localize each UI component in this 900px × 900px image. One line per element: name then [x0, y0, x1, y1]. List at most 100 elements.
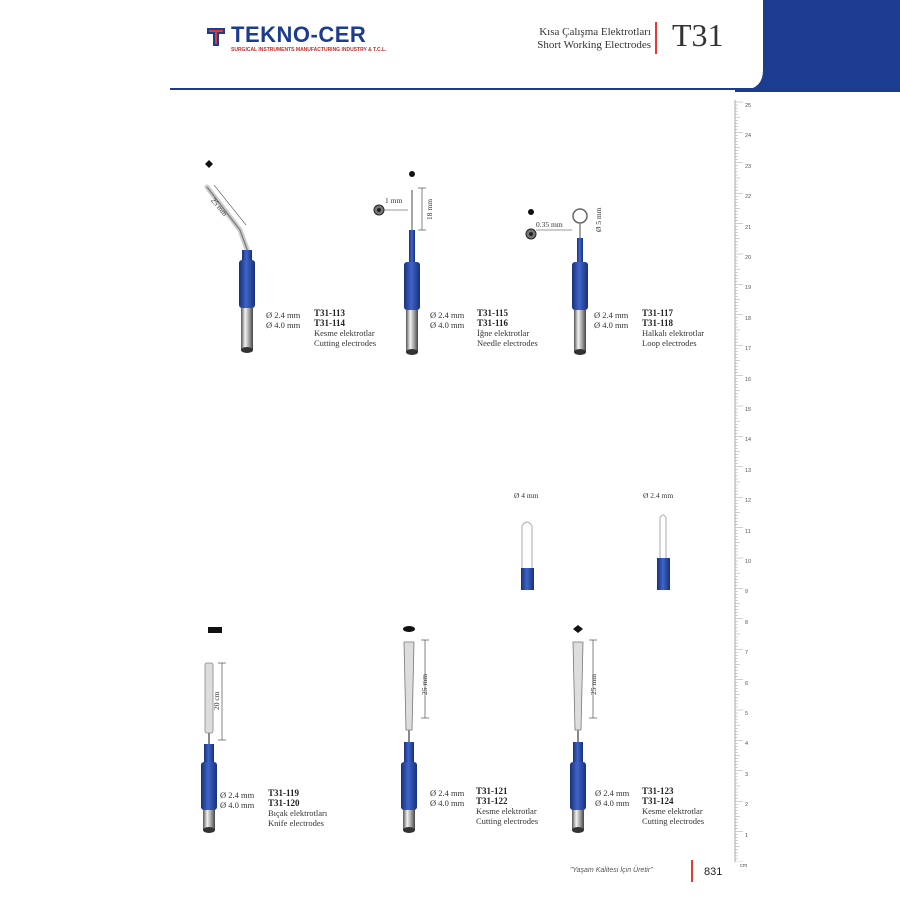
product-code: T31-124	[642, 796, 674, 806]
product-code: T31-121	[476, 786, 508, 796]
product-desc-tr: Kesme elektrotlar	[642, 806, 703, 816]
electrode-t31-115	[373, 171, 426, 355]
product-info-t31-119: T31-119 T31-120 Bıçak elektrotları Knife…	[268, 788, 327, 828]
tip-label-115: 1 mm	[385, 196, 403, 205]
product-code: T31-122	[476, 796, 508, 806]
ruler-label: 18	[745, 315, 752, 322]
section-title-en: Short Working Electrodes	[537, 39, 651, 51]
product-code: T31-120	[268, 798, 300, 808]
ruler-label: 5	[745, 711, 749, 717]
product-code: T31-113	[314, 308, 346, 318]
adapter-label-4mm: Ø 4 mm	[514, 491, 539, 500]
product-desc-en: Cutting electrodes	[314, 338, 377, 348]
ruler-label: 23	[745, 163, 752, 170]
electrode-t31-119	[201, 627, 226, 833]
ruler-label: 25	[745, 103, 752, 109]
ruler-label: 20	[745, 255, 752, 261]
length-label-119: 20 cm	[212, 691, 221, 710]
ruler-label: 8	[745, 619, 749, 626]
diameter-small: Ø 2.4 mm	[220, 790, 255, 800]
product-info-t31-117: T31-117 T31-118 Halkalı elektrotlar Loop…	[642, 308, 704, 348]
header-rule	[170, 88, 770, 90]
ruler-label: 11	[745, 528, 751, 535]
ruler-label: 16	[745, 376, 752, 383]
diameter-small: Ø 2.4 mm	[430, 788, 465, 798]
tekno-cer-logo-icon	[207, 28, 225, 46]
footer-divider	[691, 860, 693, 882]
product-dims-t31-115: Ø 2.4 mm Ø 4.0 mm	[430, 310, 464, 330]
diameter-small: Ø 2.4 mm	[430, 310, 465, 320]
product-info-t31-113: T31-113 T31-114 Kesme elektrotlar Cuttin…	[314, 308, 376, 348]
product-info-t31-121: T31-121 T31-122 Kesme elektrotlar Cuttin…	[476, 786, 538, 826]
electrode-t31-121	[401, 626, 429, 833]
diameter-large: Ø 4.0 mm	[594, 320, 629, 330]
brand-subtitle: SURGICAL INSTRUMENTS MANUFACTURING INDUS…	[231, 47, 387, 53]
ruler-label: 3	[745, 771, 749, 778]
diameter-large: Ø 4.0 mm	[430, 798, 465, 808]
rectangle-profile-icon	[208, 627, 222, 633]
ruler-label: 1	[745, 832, 749, 839]
ruler-label: 10	[745, 559, 752, 565]
product-desc-tr: İğne elektrotlar	[477, 328, 530, 338]
ruler-label: 21	[745, 224, 752, 231]
electrode-illustrations	[201, 160, 670, 833]
adapter-2-4mm	[657, 514, 670, 590]
product-info-t31-115: T31-115 T31-116 İğne elektrotlar Needle …	[477, 308, 538, 348]
product-dims-t31-117: Ø 2.4 mm Ø 4.0 mm	[594, 310, 628, 330]
product-dims-t31-113: Ø 2.4 mm Ø 4.0 mm	[266, 310, 300, 330]
corner-decoration	[735, 0, 900, 92]
ruler-label: 7	[745, 650, 749, 657]
ruler-label: 17	[745, 346, 752, 353]
page-number: 831	[704, 866, 723, 878]
product-code: T31-119	[268, 788, 300, 798]
diameter-large: Ø 4.0 mm	[220, 800, 255, 810]
product-dims-t31-119: Ø 2.4 mm Ø 4.0 mm	[220, 790, 254, 810]
product-code: T31-116	[477, 318, 509, 328]
ruler-label: 4	[745, 741, 749, 748]
ruler-label: cm	[740, 863, 748, 869]
ruler-label: 13	[745, 467, 752, 474]
section-title-tr: Kısa Çalışma Elektrotları	[539, 26, 651, 38]
section-code: T31	[672, 17, 724, 53]
adapter-4mm	[521, 521, 534, 590]
ruler-label: 14	[745, 437, 752, 444]
product-dims-t31-123: Ø 2.4 mm Ø 4.0 mm	[595, 788, 629, 808]
product-desc-tr: Halkalı elektrotlar	[642, 328, 705, 338]
product-desc-en: Needle electrodes	[477, 338, 538, 348]
diameter-small: Ø 2.4 mm	[266, 310, 301, 320]
product-code: T31-118	[642, 318, 674, 328]
product-code: T31-114	[314, 318, 346, 328]
ruler-label: 12	[745, 498, 752, 505]
diameter-large: Ø 4.0 mm	[595, 798, 630, 808]
diamond-profile-icon	[573, 625, 583, 633]
measurement-ruler	[734, 100, 743, 862]
ruler-label: 6	[745, 680, 749, 687]
ruler-label: 2	[745, 802, 749, 809]
product-dims-t31-121: Ø 2.4 mm Ø 4.0 mm	[430, 788, 464, 808]
product-desc-tr: Bıçak elektrotları	[268, 808, 328, 818]
footer-slogan: "Yaşam Kalitesi İçin Üretir"	[570, 867, 653, 874]
product-desc-en: Knife electrodes	[268, 818, 324, 828]
section-title: Kısa Çalışma Elektrotları Short Working …	[537, 26, 651, 52]
length-label-117: Ø 5 mm	[594, 207, 603, 232]
diamond-profile-icon	[205, 160, 213, 168]
electrode-t31-117	[525, 208, 588, 355]
electrode-t31-113	[204, 160, 255, 353]
ruler-label: 22	[745, 194, 752, 201]
product-code: T31-123	[642, 786, 674, 796]
product-desc-en: Cutting electrodes	[642, 816, 705, 826]
product-desc-tr: Kesme elektrotlar	[314, 328, 375, 338]
header-divider	[655, 22, 657, 54]
diameter-large: Ø 4.0 mm	[266, 320, 301, 330]
oval-profile-icon	[403, 626, 415, 632]
ruler-label: 15	[745, 407, 752, 413]
ruler-label: 9	[745, 589, 749, 596]
length-label-123: 25 mm	[589, 673, 598, 695]
ruler-label: 24	[745, 133, 752, 140]
length-label-121: 25 mm	[420, 673, 429, 695]
product-desc-en: Cutting electrodes	[476, 816, 539, 826]
product-desc-tr: Kesme elektrotlar	[476, 806, 537, 816]
diameter-small: Ø 2.4 mm	[594, 310, 629, 320]
dot-profile-icon	[409, 171, 415, 177]
adapter-label-2-4mm: Ø 2.4 mm	[643, 491, 674, 500]
